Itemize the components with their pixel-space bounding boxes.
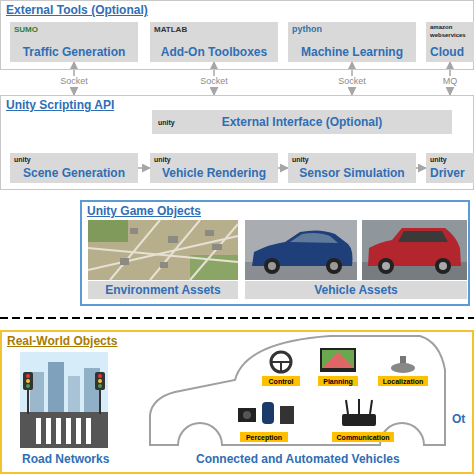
- suv-image: [362, 220, 467, 280]
- component-box: Communication: [332, 432, 394, 442]
- component-box: Control: [262, 376, 300, 386]
- section-title: Real-World Objects: [7, 334, 117, 348]
- box-text: Machine Learning: [301, 45, 403, 59]
- box-text: Add-On Toolboxes: [161, 45, 267, 59]
- section-title: Unity Game Objects: [87, 204, 201, 218]
- illustration-label: Connected and Automated Vehicles: [196, 452, 400, 466]
- section-title: Unity Scripting API: [6, 98, 114, 112]
- section-title: External Tools (Optional): [6, 3, 148, 17]
- separator-line: [0, 317, 474, 319]
- connector-label: MQ: [441, 76, 460, 87]
- city-image: [88, 220, 238, 280]
- box-text: Driver: [430, 166, 465, 180]
- logo-text: SUMO: [14, 25, 38, 35]
- connector: [138, 167, 150, 169]
- section-box: Unity Game ObjectsEnvironment Assets Vehi…: [80, 200, 470, 306]
- road-network-image: [20, 352, 108, 448]
- interface-box: External Interface (Optional): [152, 110, 452, 134]
- box-text: Vehicle Assets: [314, 283, 398, 297]
- box-text: Environment Assets: [105, 283, 221, 297]
- box-text: Control: [269, 377, 294, 386]
- box-text: Traffic Generation: [23, 45, 126, 59]
- box-text: Perception: [246, 433, 282, 442]
- box-text: Scene Generation: [23, 166, 125, 180]
- connector-label: Socket: [198, 76, 230, 87]
- box-text: Communication: [337, 433, 390, 442]
- illustration-label: Road Networks: [22, 452, 109, 466]
- connector-label: Socket: [336, 76, 368, 87]
- logo-text: unity: [292, 155, 309, 164]
- logo-text: unity: [158, 118, 175, 127]
- box-text: Vehicle Rendering: [162, 166, 266, 180]
- box-text: Localization: [383, 377, 423, 386]
- section-band: Unity Scripting API External Interface (O…: [0, 95, 474, 190]
- component-box: Planning: [318, 376, 358, 386]
- logo-text: MATLAB: [154, 25, 187, 35]
- connector: [416, 167, 426, 169]
- section-band: External Tools (Optional) Traffic Generat…: [0, 0, 474, 70]
- box-text: Sensor Simulation: [299, 166, 404, 180]
- connector-label: Socket: [58, 76, 90, 87]
- car-image: [245, 220, 357, 280]
- logo-text: unity: [430, 155, 447, 164]
- asset-label-box: Environment Assets: [88, 281, 238, 299]
- logo-text: unity: [154, 155, 171, 164]
- asset-label-box: Vehicle Assets: [245, 281, 467, 299]
- component-box: Localization: [378, 376, 428, 386]
- connector: [278, 167, 288, 169]
- box-text: Cloud: [430, 45, 464, 59]
- car-outline: [150, 336, 445, 445]
- component-box: Perception: [240, 432, 288, 442]
- logo-text: python: [292, 24, 322, 35]
- logo-text: unity: [14, 155, 31, 164]
- logo-text: amazon webservices: [430, 23, 470, 39]
- illustration-label: Ot: [452, 412, 465, 426]
- box-text: External Interface (Optional): [222, 115, 383, 129]
- component-icons: [238, 348, 415, 426]
- box-text: Planning: [323, 377, 353, 386]
